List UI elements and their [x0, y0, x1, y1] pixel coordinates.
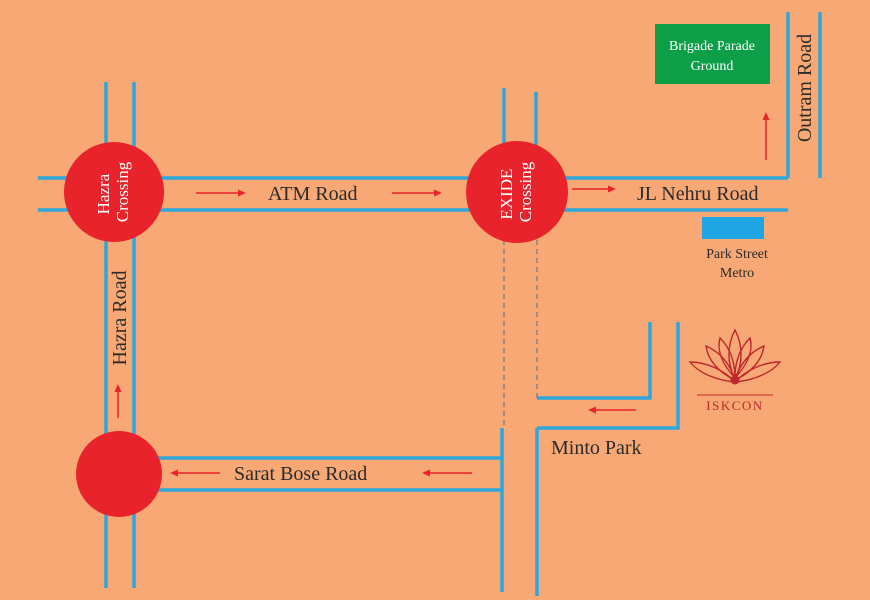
arrow-sarat-bose-1	[422, 469, 472, 477]
lotus-center	[730, 375, 740, 385]
hazra-crossing: Hazra Crossing	[64, 142, 164, 242]
metro-label-2: Metro	[720, 266, 754, 281]
minto-park-label: Minto Park	[551, 437, 642, 459]
park-street-metro: Park Street Metro	[702, 217, 768, 281]
exide-crossing-label-1: EXIDE	[497, 169, 516, 220]
arrow-atm-2	[392, 189, 442, 197]
road-exide-flyover-dashed	[503, 240, 538, 428]
outram-road-label: Outram Road	[794, 34, 816, 142]
sarat-bose-crossing	[76, 431, 162, 517]
exide-crossing: EXIDE Crossing	[466, 141, 568, 243]
iskcon-label: ISKCON	[706, 398, 763, 413]
svg-text:EXIDE Crossing: EXIDE Crossing	[497, 161, 535, 222]
brigade-label-1: Brigade Parade	[669, 39, 755, 54]
road-minto-park	[537, 322, 680, 430]
iskcon-logo: ISKCON	[688, 328, 782, 413]
road-atm-jl-nehru	[38, 176, 788, 212]
hazra-crossing-circle	[64, 142, 164, 242]
arrow-jl-nehru	[572, 185, 616, 193]
road-outram	[786, 12, 822, 178]
svg-text:Hazra Crossing: Hazra Crossing	[94, 161, 132, 222]
road-south-vertical	[500, 428, 539, 596]
brigade-label-2: Ground	[691, 59, 734, 74]
exide-crossing-circle	[466, 141, 568, 243]
arrow-minto-left	[588, 406, 636, 414]
atm-road-label: ATM Road	[268, 183, 357, 205]
brigade-parade-ground: Brigade Parade Ground	[655, 24, 770, 84]
arrow-atm-1	[196, 189, 246, 197]
sarat-bose-road-label: Sarat Bose Road	[234, 463, 367, 485]
metro-label-1: Park Street	[706, 247, 768, 262]
arrow-hazra-up	[114, 384, 122, 418]
exide-crossing-label-2: Crossing	[516, 161, 535, 222]
jl-nehru-road-label: JL Nehru Road	[637, 183, 758, 205]
metro-icon	[702, 217, 764, 239]
road-sarat-bose	[134, 456, 502, 492]
hazra-crossing-label-2: Crossing	[113, 161, 132, 222]
brigade-parade-ground-box	[655, 24, 770, 84]
arrow-sarat-bose-2	[170, 469, 220, 477]
hazra-road-label: Hazra Road	[109, 271, 131, 366]
arrow-outram-up	[762, 112, 770, 160]
hazra-crossing-label-1: Hazra	[94, 173, 113, 214]
